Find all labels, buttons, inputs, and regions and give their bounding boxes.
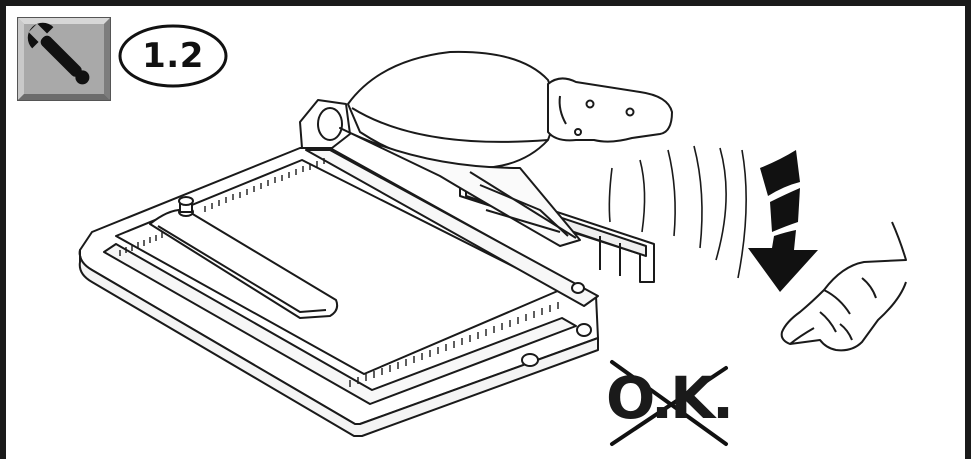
cutting-arm <box>299 50 673 247</box>
motion-lines <box>608 145 747 279</box>
guide-knob <box>178 196 194 217</box>
blade <box>339 127 581 247</box>
step-label-oval <box>118 24 228 88</box>
hand-illustration <box>780 221 907 352</box>
scale-ticks-top <box>204 158 325 212</box>
handle-grip <box>547 77 673 143</box>
scale-ticks-left <box>119 232 163 256</box>
ok-label: O.K. <box>606 364 734 432</box>
step-number: 1.2 <box>142 36 204 76</box>
scale-ticks-front <box>349 302 559 387</box>
paper-guide-arm <box>149 208 339 319</box>
curved-arrow-down-icon <box>748 150 818 292</box>
not-ok-cross <box>610 360 728 446</box>
wrench-icon <box>27 22 90 85</box>
wrench-icon-box <box>17 17 111 101</box>
